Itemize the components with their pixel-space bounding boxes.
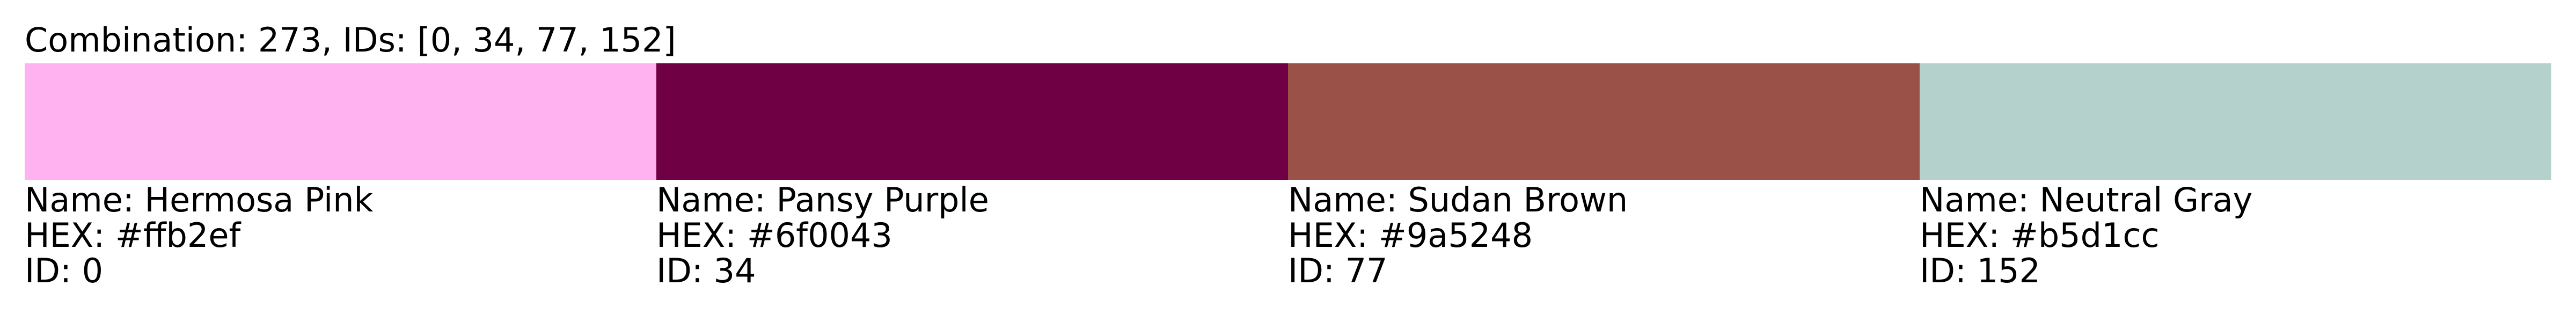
color-label-pansy-purple: Name: Pansy Purple HEX: #6f0043 ID: 34 — [656, 182, 1288, 289]
color-label-hermosa-pink: Name: Hermosa Pink HEX: #ffb2ef ID: 0 — [25, 182, 656, 289]
combination-title: Combination: 273, IDs: [0, 34, 77, 152] — [25, 20, 676, 60]
color-labels: Name: Hermosa Pink HEX: #ffb2ef ID: 0 Na… — [25, 182, 2551, 289]
color-swatch-sudan-brown — [1288, 63, 1920, 180]
color-label-sudan-brown: Name: Sudan Brown HEX: #9a5248 ID: 77 — [1288, 182, 1920, 289]
color-hex-text: HEX: #6f0043 — [656, 216, 892, 255]
color-swatch-neutral-gray — [1920, 63, 2551, 180]
color-name-text: Name: Hermosa Pink — [25, 180, 374, 219]
color-id-text: ID: 77 — [1288, 251, 1388, 290]
color-name-text: Name: Sudan Brown — [1288, 180, 1628, 219]
swatch-strip — [25, 63, 2551, 180]
color-swatch-pansy-purple — [656, 63, 1288, 180]
color-hex-text: HEX: #b5d1cc — [1920, 216, 2160, 255]
color-label-neutral-gray: Name: Neutral Gray HEX: #b5d1cc ID: 152 — [1920, 182, 2551, 289]
color-id-text: ID: 0 — [25, 251, 104, 290]
color-id-text: ID: 152 — [1920, 251, 2040, 290]
color-id-text: ID: 34 — [656, 251, 756, 290]
color-hex-text: HEX: #9a5248 — [1288, 216, 1533, 255]
color-name-text: Name: Neutral Gray — [1920, 180, 2253, 219]
color-name-text: Name: Pansy Purple — [656, 180, 989, 219]
color-hex-text: HEX: #ffb2ef — [25, 216, 241, 255]
color-swatch-hermosa-pink — [25, 63, 656, 180]
